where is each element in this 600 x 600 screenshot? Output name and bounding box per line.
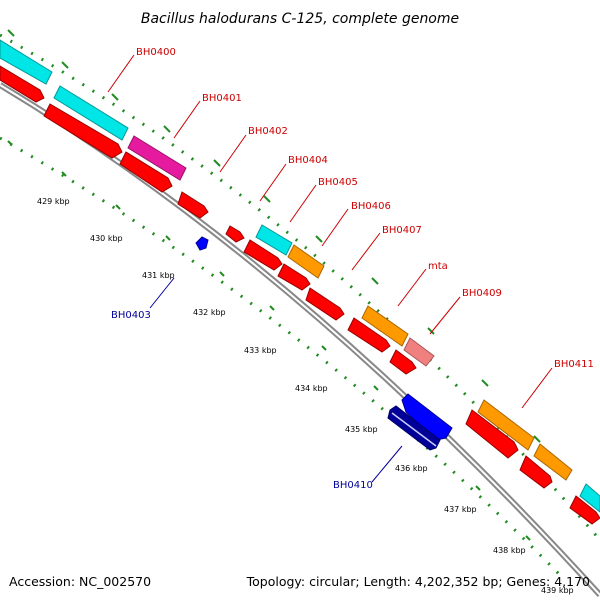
tick-labels: 429 kbp 430 kbp 431 kbp 432 kbp 433 kbp …	[37, 197, 574, 595]
tick-label-431: 431 kbp	[142, 271, 175, 280]
feature-red-11	[465, 409, 519, 459]
feature-red-10	[389, 349, 417, 375]
feature-orange-bh0411b	[533, 443, 573, 481]
gene-label-bh0400[interactable]: BH0400	[136, 47, 176, 58]
feature-red-7	[277, 263, 311, 291]
tick-label-438: 438 kbp	[493, 546, 526, 555]
tick-label-433: 433 kbp	[244, 346, 277, 355]
feature-red-12	[519, 455, 553, 489]
tick-label-439: 439 kbp	[541, 586, 574, 595]
accession-text: Accession: NC_002570	[9, 574, 151, 589]
feature-cyan-edge	[579, 483, 600, 513]
feature-magenta-bh0401	[127, 135, 187, 181]
tick-label-437: 437 kbp	[444, 505, 477, 514]
gene-label-bh0404[interactable]: BH0404	[288, 155, 328, 166]
tick-label-432: 432 kbp	[193, 308, 226, 317]
feature-red-4	[177, 191, 209, 219]
map-title: Bacillus halodurans C-125, complete geno…	[141, 11, 459, 27]
red-features	[0, 65, 600, 525]
feature-red-8	[305, 287, 345, 321]
gene-labels: BH0400 BH0401 BH0402 BH0403 BH0404 BH040…	[111, 47, 594, 491]
feature-blue-bh0403	[195, 236, 209, 251]
feature-orange-bh0407	[361, 305, 409, 347]
feature-red-13	[569, 495, 600, 525]
feature-red-2	[43, 103, 123, 159]
tick-label-429: 429 kbp	[37, 197, 70, 206]
label-leaders	[107, 54, 553, 483]
genome-summary-text: Topology: circular; Length: 4,202,352 bp…	[246, 574, 590, 589]
gene-label-bh0403[interactable]: BH0403	[111, 310, 151, 321]
feature-red-3	[119, 151, 173, 193]
gene-label-bh0402[interactable]: BH0402	[248, 126, 288, 137]
feature-red-9	[347, 317, 391, 353]
feature-cyan-bh0404	[255, 224, 293, 256]
gene-label-bh0411[interactable]: BH0411	[554, 359, 594, 370]
gene-label-bh0405[interactable]: BH0405	[318, 177, 358, 188]
feature-pink-mta	[403, 337, 435, 367]
gene-label-bh0401[interactable]: BH0401	[202, 93, 242, 104]
feature-orange-bh0405	[287, 244, 325, 279]
tick-label-435: 435 kbp	[345, 425, 378, 434]
feature-cyan-2	[53, 85, 129, 141]
inner-dotted-track	[0, 136, 562, 577]
outer-tick-marks	[7, 29, 541, 443]
gene-label-mta[interactable]: mta	[428, 261, 448, 272]
feature-cyan-1	[0, 39, 53, 85]
gene-label-bh0410[interactable]: BH0410	[333, 480, 373, 491]
feature-red-5	[225, 225, 245, 243]
feature-red-6	[243, 239, 283, 271]
feature-blue-bh0410a	[401, 393, 453, 441]
gene-label-bh0407[interactable]: BH0407	[382, 225, 422, 236]
feature-red-1	[0, 65, 45, 103]
tick-label-430: 430 kbp	[90, 234, 123, 243]
blue-features	[195, 236, 453, 451]
gene-label-bh0406[interactable]: BH0406	[351, 201, 391, 212]
feature-orange-bh0411a	[477, 399, 535, 451]
tick-label-436: 436 kbp	[395, 464, 428, 473]
forward-features	[0, 39, 600, 513]
gene-label-bh0409[interactable]: BH0409	[462, 288, 502, 299]
tick-label-434: 434 kbp	[295, 384, 328, 393]
feature-blue-bh0410b	[387, 405, 441, 451]
